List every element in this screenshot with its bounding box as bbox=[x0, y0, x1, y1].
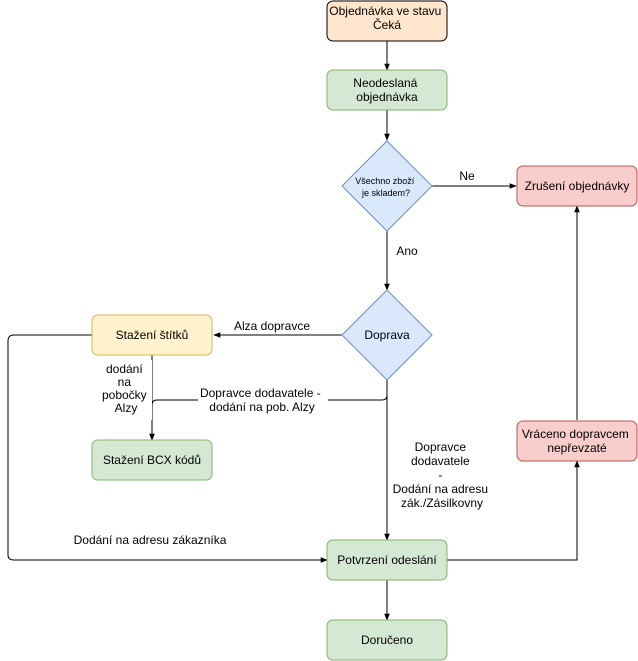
edge-label-supplier-address-line: - bbox=[438, 468, 442, 482]
node-start-line: Objednávka ve stavu bbox=[329, 4, 441, 18]
edge-label-branch-line: dodání bbox=[106, 362, 143, 376]
node-unsent-label: Neodeslaná objednávka bbox=[353, 76, 420, 104]
node-shipping-diamond bbox=[341, 289, 433, 381]
edge-label-branch-bg bbox=[104, 360, 152, 420]
node-labels-label: Stažení štítků bbox=[116, 328, 189, 342]
node-bcx-box bbox=[91, 439, 213, 481]
node-cancel-box bbox=[516, 165, 638, 207]
node-cancel-label: Zrušení objednávky bbox=[525, 179, 630, 193]
nodes: Objednávka ve stavu Čeká Neodeslaná obje… bbox=[91, 0, 638, 661]
node-returned-label: Vráceno dopravcem nepřevzaté bbox=[522, 427, 632, 455]
edge-label-ano-bg bbox=[392, 242, 422, 258]
edge-label-branch-line: na bbox=[118, 375, 132, 389]
edge-label-supplier-address-line: zák./Zásilkovny bbox=[401, 496, 483, 510]
node-stock-check-line: Všechno zboží bbox=[355, 176, 415, 186]
node-delivered: Doručeno bbox=[326, 619, 448, 661]
edge-label-supplier-address-line: Dopravce bbox=[415, 440, 467, 454]
node-confirm-line: Potvrzení odeslání bbox=[337, 553, 437, 567]
node-returned: Vráceno dopravcem nepřevzaté bbox=[516, 420, 638, 462]
edge-label-ano-line: Ano bbox=[396, 244, 418, 258]
node-stock-check-label: Všechno zboží je skladem? bbox=[355, 176, 417, 198]
edge-label-branch-line: pobočky bbox=[102, 388, 147, 402]
node-stock-check-line: je skladem? bbox=[361, 188, 410, 198]
node-labels-line: Stažení štítků bbox=[116, 328, 189, 342]
node-shipping-label: Doprava bbox=[364, 328, 410, 342]
edge-label-supplier-branch-bg bbox=[198, 386, 328, 416]
node-bcx: Stažení BCX kódů bbox=[91, 439, 213, 481]
node-cancel-line: Zrušení objednávky bbox=[525, 179, 630, 193]
edge-label-alza-line: Alza dopravce bbox=[234, 319, 310, 333]
edge-label-alza: Alza dopravce bbox=[234, 319, 310, 333]
node-confirm-label: Potvrzení odeslání bbox=[337, 553, 437, 567]
node-start-line: Čeká bbox=[373, 17, 401, 32]
edge-label-branch-line: Alzy bbox=[115, 401, 138, 415]
node-start: Objednávka ve stavu Čeká bbox=[326, 0, 448, 42]
edge-label-ano: Ano bbox=[396, 244, 418, 258]
node-unsent-line: Neodeslaná bbox=[353, 76, 417, 90]
edge-labels-to-confirm bbox=[7, 334, 328, 563]
node-delivered-label: Doručeno bbox=[361, 633, 413, 647]
node-bcx-label: Stažení BCX kódů bbox=[103, 453, 201, 467]
node-labels-box bbox=[91, 314, 213, 356]
node-unsent: Neodeslaná objednávka bbox=[326, 69, 448, 111]
node-returned-line: Vráceno dopravcem bbox=[522, 427, 629, 441]
node-labels: Stažení štítků bbox=[91, 314, 213, 356]
node-confirm-box bbox=[326, 539, 448, 581]
edge-label-supplier-branch: Dopravce dodavatele - dodání na pob. Alz… bbox=[200, 386, 324, 414]
edge-label-ne-line: Ne bbox=[459, 169, 475, 183]
node-stock-check-diamond bbox=[341, 140, 433, 232]
edge-label-supplier-address-line: Dodání na adresu bbox=[393, 482, 488, 496]
node-shipping-line: Doprava bbox=[364, 328, 410, 342]
edge-label-supplier-branch-line: Dopravce dodavatele - bbox=[200, 386, 321, 400]
node-delivered-box bbox=[326, 619, 448, 661]
edge-label-supplier-address-bg bbox=[394, 438, 490, 512]
edge-labels: Ne Ano Alza dopravce dodání na pobočky A… bbox=[74, 166, 492, 547]
node-stock-check: Všechno zboží je skladem? bbox=[341, 140, 433, 232]
edge-label-ne: Ne bbox=[459, 169, 475, 183]
node-returned-box bbox=[516, 420, 638, 462]
node-unsent-box bbox=[326, 69, 448, 111]
edge-label-branch: dodání na pobočky Alzy bbox=[102, 362, 150, 415]
edge-label-customer-address: Dodání na adresu zákazníka bbox=[74, 533, 227, 547]
edge-confirm-to-returned bbox=[447, 460, 580, 561]
node-bcx-line: Stažení BCX kódů bbox=[103, 453, 201, 467]
node-start-label: Objednávka ve stavu Čeká bbox=[329, 4, 444, 32]
edge-label-alza-bg bbox=[230, 317, 314, 333]
edge-label-supplier-branch-line: dodání na pob. Alzy bbox=[209, 400, 314, 414]
node-unsent-line: objednávka bbox=[356, 90, 418, 104]
node-returned-line: nepřevzaté bbox=[547, 441, 607, 455]
node-cancel: Zrušení objednávky bbox=[516, 165, 638, 207]
edge-label-supplier-address-line: dodavatele bbox=[411, 454, 470, 468]
edge-label-supplier-address: Dopravce dodavatele - Dodání na adresu z… bbox=[393, 440, 492, 510]
edge-label-ne-bg bbox=[447, 166, 473, 182]
node-delivered-line: Doručeno bbox=[361, 633, 413, 647]
node-confirm: Potvrzení odeslání bbox=[326, 539, 448, 581]
node-start-box bbox=[326, 0, 448, 42]
node-shipping: Doprava bbox=[341, 289, 433, 381]
edge-label-customer-address-line: Dodání na adresu zákazníka bbox=[74, 533, 227, 547]
